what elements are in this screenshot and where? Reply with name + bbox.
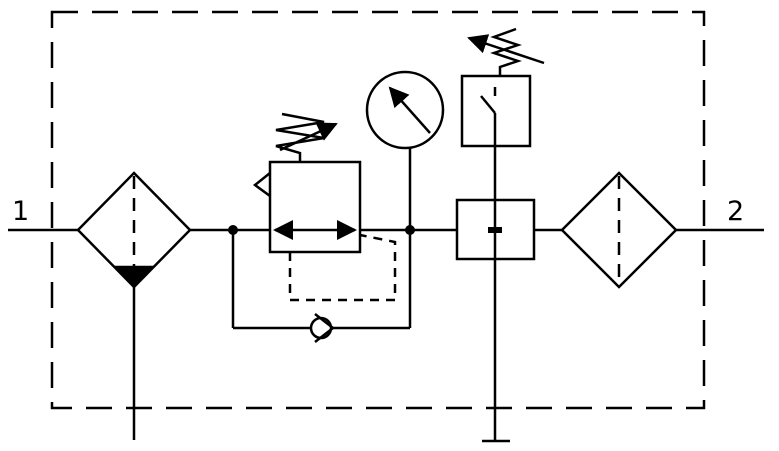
lubricator-block-symbol <box>455 146 536 443</box>
unit-boundary <box>50 10 706 410</box>
pressure-gauge-icon <box>365 70 445 230</box>
pressure-regulator-symbol <box>252 112 397 302</box>
filter-symbol-right <box>560 171 678 289</box>
bypass-line <box>231 230 412 330</box>
pressure-switch-symbol <box>460 27 545 148</box>
filter-with-drain-symbol <box>76 171 192 440</box>
outlet-port-label: 2 <box>727 196 744 227</box>
inlet-port-label: 1 <box>12 196 29 227</box>
check-valve-icon <box>309 313 336 343</box>
filter-drain-bowl-icon <box>114 267 154 287</box>
lubricator-center-mark <box>488 227 502 233</box>
